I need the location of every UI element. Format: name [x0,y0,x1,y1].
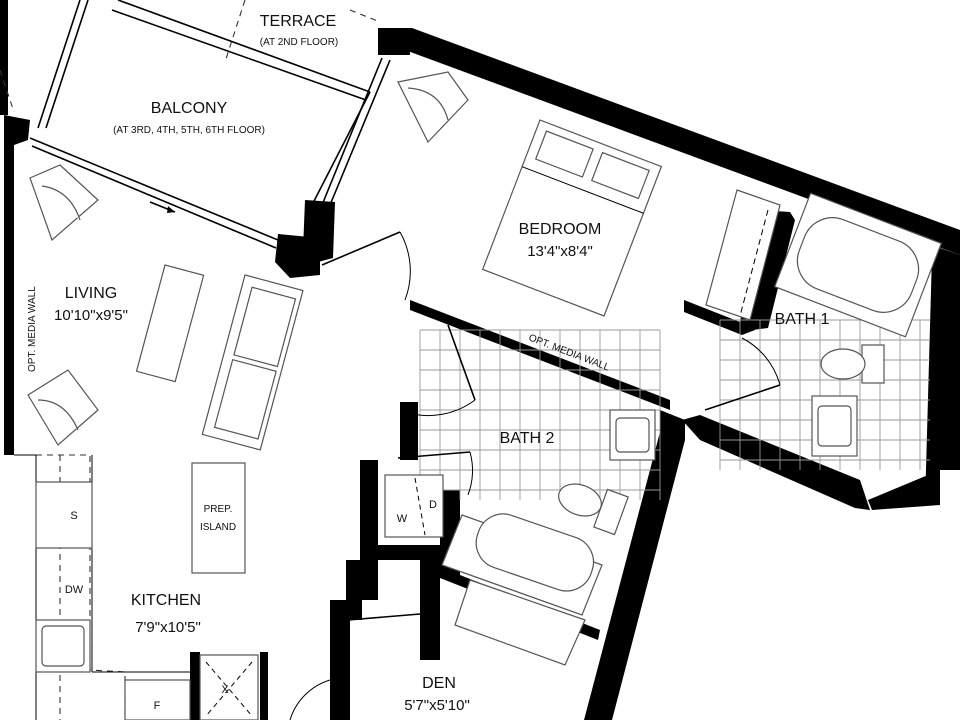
bedroom-label: BEDROOM [519,221,602,238]
armchair-living-top [29,164,99,242]
armchair-living-bottom [27,369,99,446]
den-desk [454,579,586,666]
den-label: DEN [422,675,456,692]
fridge-label: F [154,700,161,712]
media-wall-living-note: OPT. MEDIA WALL [27,286,38,372]
bathtub-bath2 [441,513,603,616]
terrace-label: TERRACE [260,13,336,30]
living-label: LIVING [65,285,117,302]
kitchen-dims: 7'9"x10'5" [135,619,201,636]
bath1-label: BATH 1 [775,311,830,328]
balcony-note: (AT 3RD, 4TH, 5TH, 6TH FLOOR) [113,125,265,136]
balcony-label: BALCONY [151,100,228,117]
bath2-label: BATH 2 [500,430,555,447]
labels: TERRACE (AT 2ND FLOOR) BALCONY (AT 3RD, … [27,13,830,714]
prep-island-label-1: PREP. [204,504,233,515]
sofa [201,274,304,451]
sink-bath1 [811,395,858,457]
kitchen-sink [35,619,91,673]
closet-box [199,654,259,720]
dishwasher-label: DW [65,584,84,596]
bath1-door[interactable] [704,337,781,411]
bed [481,119,663,317]
den-door[interactable] [289,679,331,720]
window-lines [29,0,391,249]
den-closet-door[interactable] [340,613,421,666]
closet-mark: X [221,684,229,696]
dryer-label: D [429,499,437,511]
kitchen-label: KITCHEN [131,592,201,609]
bath2-door[interactable] [404,324,476,416]
bathtub-bath1 [773,192,943,338]
prep-island-label-2: ISLAND [200,522,236,533]
toilet-bath1 [820,344,885,384]
laundry-door[interactable] [397,451,473,496]
terrace-note: (AT 2ND FLOOR) [260,37,339,48]
stove-label: S [70,510,77,522]
wardrobe [705,189,781,321]
coffee-table [135,264,205,383]
stove [35,481,93,549]
toilet-bath2 [558,483,629,536]
living-dims: 10'10"x9'5" [54,307,128,324]
laundry-unit [384,474,444,538]
furniture [27,71,943,720]
bedroom-dims: 13'4"x8'4" [527,243,593,260]
fridge [124,679,191,720]
doors [289,231,781,720]
sink-bath2 [609,409,656,461]
den-dims: 5'7"x5'10" [404,697,470,714]
prep-island [191,462,246,574]
washer-label: W [397,513,408,525]
terrace-outline [0,0,381,113]
bedroom-door[interactable] [321,231,411,301]
armchair-bedroom [397,71,469,144]
